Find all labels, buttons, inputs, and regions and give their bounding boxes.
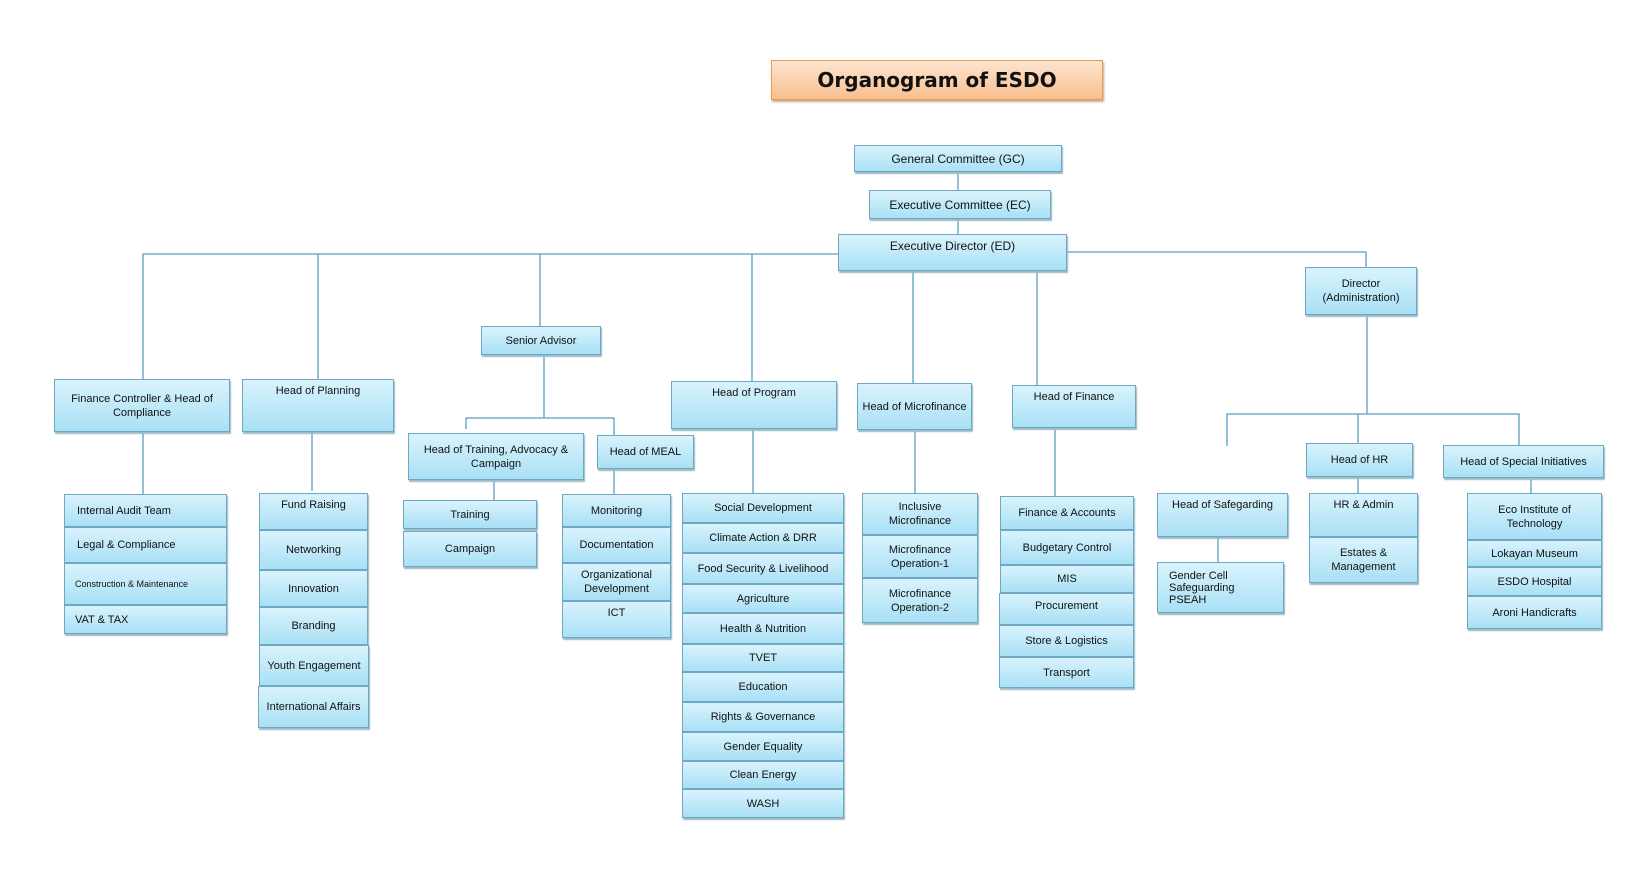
unit-branding: Branding [259,607,368,645]
unit-finance-accounts: Finance & Accounts [1000,496,1134,530]
unit-gender-cell: Gender Cell Safeguarding PSEAH [1157,562,1284,613]
unit-eco-institute: Eco Institute of Technology [1467,493,1602,540]
head-special-initiatives-box: Head of Special Initiatives [1443,445,1604,478]
head-finance-controller-box: Finance Controller & Head of Compliance [54,379,230,432]
unit-tvet: TVET [682,644,844,672]
head-microfinance-box: Head of Microfinance [857,383,972,430]
unit-procurement: Procurement [999,593,1134,625]
unit-youth-engagement: Youth Engagement [259,645,369,686]
unit-gender-equality: Gender Equality [682,732,844,761]
unit-innovation: Innovation [259,570,368,607]
unit-lokayan-museum: Lokayan Museum [1467,540,1602,567]
connector [1067,251,1367,267]
head-safegarding-box: Head of Safegarding [1157,493,1288,537]
unit-monitoring: Monitoring [562,494,671,527]
unit-vat-tax: VAT & TAX [64,605,227,634]
unit-health-nutrition: Health & Nutrition [682,613,844,644]
unit-internal-audit: Internal Audit Team [64,494,227,527]
unit-networking: Networking [259,530,368,570]
unit-clean-energy: Clean Energy [682,761,844,789]
unit-training: Training [403,500,537,529]
unit-esdo-hospital: ESDO Hospital [1467,567,1602,596]
head-planning-box: Head of Planning [242,379,394,432]
unit-documentation: Documentation [562,527,671,563]
unit-microfinance-operation-2: Microfinance Operation-2 [862,578,978,623]
general-committee-box: General Committee (GC) [854,145,1062,172]
head-training-box: Head of Training, Advocacy & Campaign [408,433,584,480]
page-title: Organogram of ESDO [771,60,1103,100]
unit-mis: MIS [1000,565,1134,593]
unit-rights-governance: Rights & Governance [682,702,844,732]
unit-international-affairs: International Affairs [258,686,369,728]
unit-construction-maintenance: Construction & Maintenance [64,563,227,605]
unit-education: Education [682,672,844,702]
unit-campaign: Campaign [403,531,537,567]
executive-director-box: Executive Director (ED) [838,234,1067,271]
unit-climate-action: Climate Action & DRR [682,523,844,553]
unit-hr-admin: HR & Admin [1309,493,1418,537]
head-finance-box: Head of Finance [1012,385,1136,428]
unit-agriculture: Agriculture [682,584,844,613]
connector [465,417,615,435]
head-meal-box: Head of MEAL [597,435,694,469]
head-program-box: Head of Program [671,381,837,429]
director-administration-box: Director (Administration) [1305,267,1417,315]
unit-microfinance-operation-1: Microfinance Operation-1 [862,535,978,578]
unit-transport: Transport [999,657,1134,688]
unit-inclusive-microfinance: Inclusive Microfinance [862,493,978,535]
unit-budgetary-control: Budgetary Control [1000,530,1134,565]
unit-ict: ICT [562,601,671,638]
executive-committee-box: Executive Committee (EC) [869,190,1051,219]
unit-wash: WASH [682,789,844,818]
unit-organizational-development: Organizational Development [562,563,671,601]
head-hr-box: Head of HR [1306,443,1413,477]
unit-store-logistics: Store & Logistics [999,625,1134,657]
connector [1226,413,1520,446]
unit-aroni-handicrafts: Aroni Handicrafts [1467,596,1602,629]
unit-fund-raising: Fund Raising [259,493,368,530]
connector [142,253,838,379]
unit-social-development: Social Development [682,493,844,523]
unit-estates-management: Estates & Management [1309,537,1418,583]
unit-legal-compliance: Legal & Compliance [64,527,227,563]
unit-food-security: Food Security & Livelihood [682,553,844,584]
senior-advisor-box: Senior Advisor [481,326,601,355]
